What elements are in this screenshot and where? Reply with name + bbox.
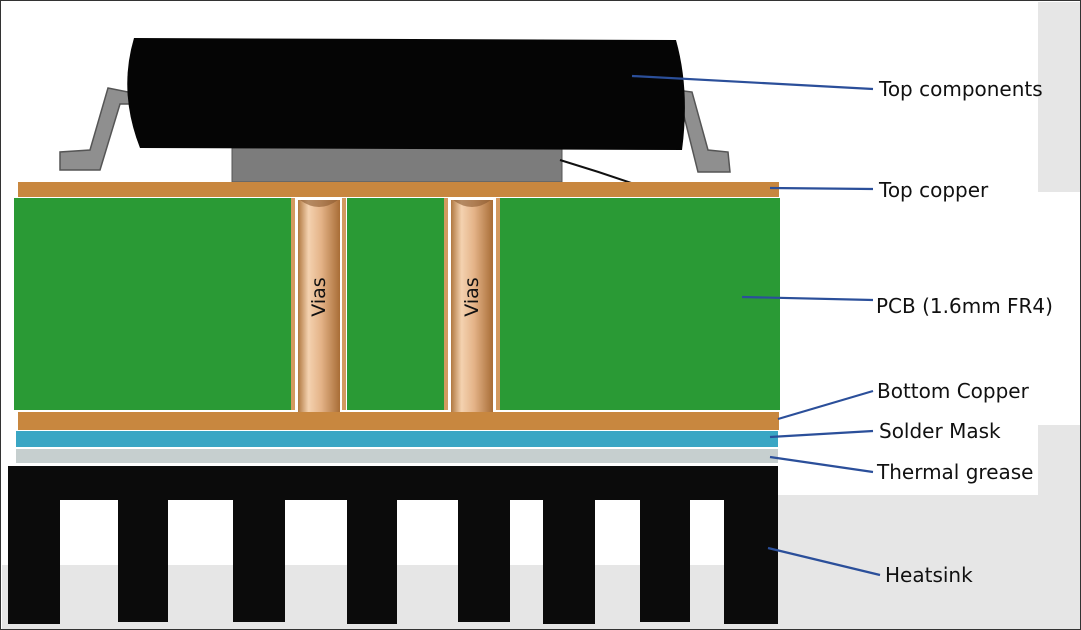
top-component xyxy=(59,38,731,187)
label-thermal-grease: Thermal grease xyxy=(877,460,1034,484)
label-bottom-copper: Bottom Copper xyxy=(877,379,1029,403)
leader-top-copper xyxy=(769,186,874,191)
top-copper-layer xyxy=(18,182,779,197)
leader-top-components xyxy=(631,74,874,91)
leader-thermal-grease xyxy=(769,455,874,474)
via-left xyxy=(298,200,340,412)
solder-mask-layer xyxy=(16,431,778,447)
label-top-copper: Top copper xyxy=(879,178,989,202)
leader-bottom-copper xyxy=(777,389,874,421)
leader-heatsink xyxy=(767,546,881,577)
label-pcb: PCB (1.6mm FR4) xyxy=(876,294,1053,318)
bottom-copper-layer xyxy=(18,412,779,430)
leader-solder-mask xyxy=(769,429,874,439)
label-solder-mask: Solder Mask xyxy=(879,419,1001,443)
leader-pcb xyxy=(741,295,874,302)
via-right xyxy=(451,200,493,412)
via-label-right: Vias xyxy=(461,277,483,317)
leader-lines xyxy=(631,74,881,577)
thermal-grease-layer xyxy=(16,449,778,463)
heatsink xyxy=(8,466,778,624)
via-label-left: Vias xyxy=(308,277,330,317)
label-top-components: Top components xyxy=(879,77,1043,101)
pcb-fr4-layer xyxy=(14,198,780,410)
label-heatsink: Heatsink xyxy=(885,563,973,587)
